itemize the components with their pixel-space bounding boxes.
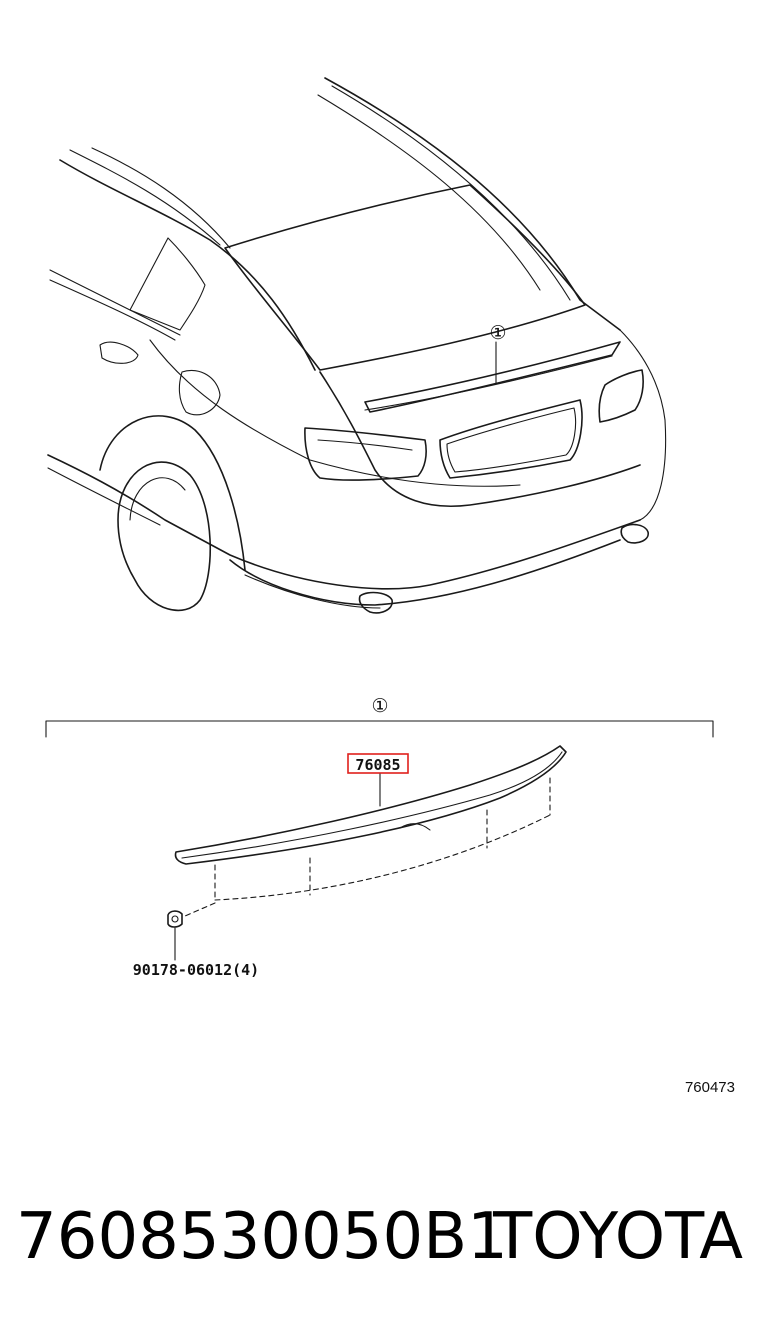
callout-lower: ① [371, 695, 388, 717]
footer-brand: TOYOTA [492, 1200, 743, 1274]
rear-spoiler-part [174, 745, 567, 917]
part-code-highlight-box [347, 753, 409, 774]
car-rear-view-illustration [47, 77, 667, 614]
assembly-bracket [45, 720, 714, 738]
fastener-part-code[interactable]: 90178-06012(4) [133, 961, 259, 979]
diagram-reference-number: 760473 [685, 1079, 735, 1096]
callout-upper: ① [489, 322, 506, 344]
footer-part-number: 7608530050B1 [16, 1200, 508, 1274]
fastener-clip [167, 910, 183, 961]
spoiler-part-code[interactable]: 76085 [355, 756, 400, 774]
